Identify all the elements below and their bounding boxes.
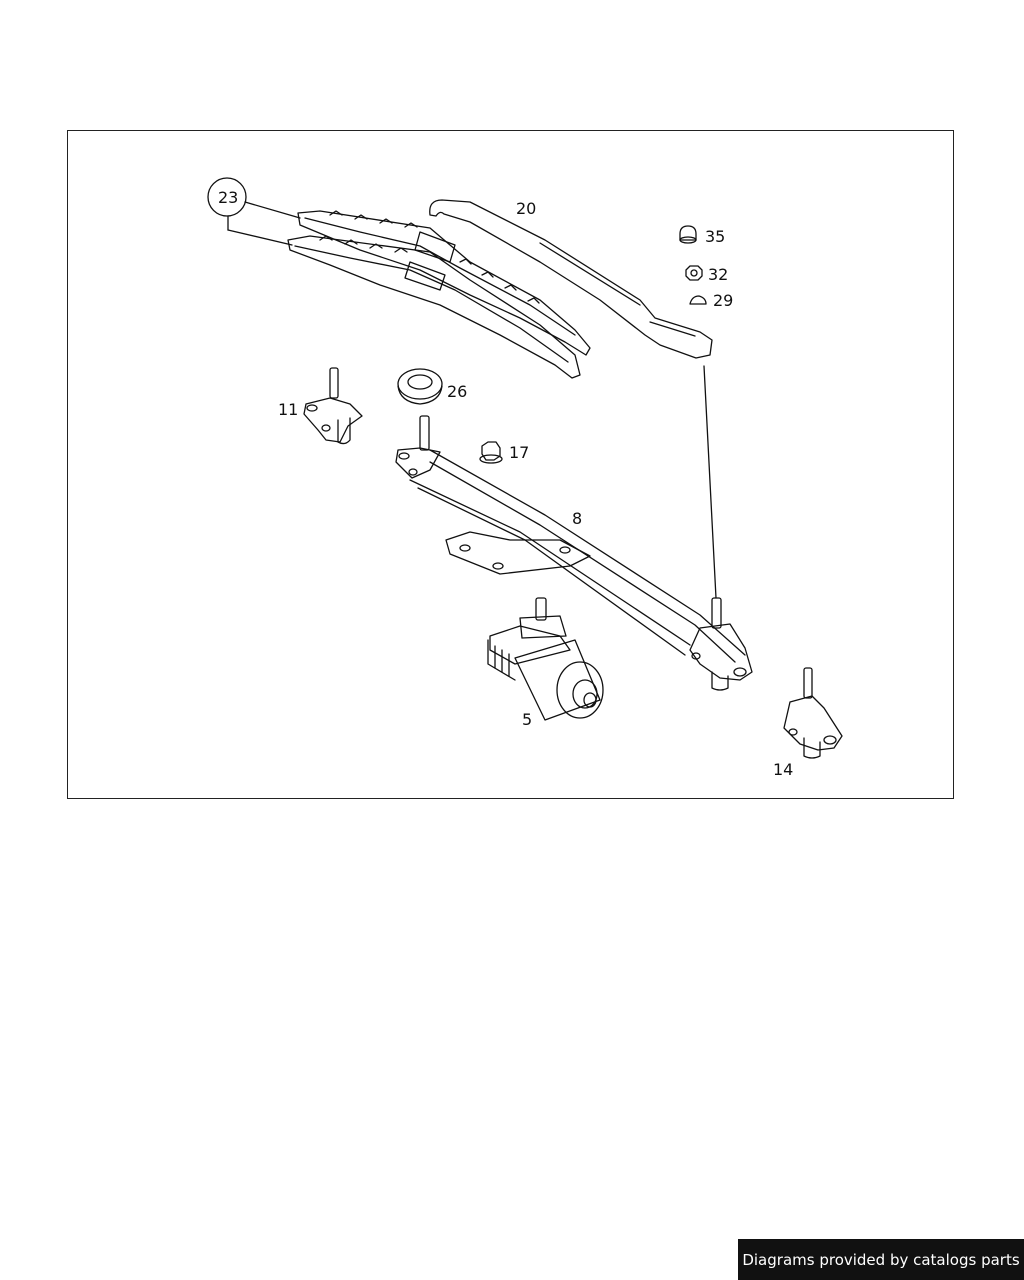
label-23: 23 — [218, 188, 238, 207]
wiper-motor-drawing — [487, 597, 604, 721]
wiper-linkage-diagram: 23 20 35 32 29 26 11 17 8 5 14 — [207, 177, 843, 779]
label-29: 29 — [713, 291, 733, 310]
wiper-blade-drawing — [207, 177, 591, 379]
cap-nut-washer-drawing — [679, 225, 707, 305]
label-32: 32 — [708, 265, 728, 284]
left-pivot-bearing-drawing — [303, 367, 363, 445]
right-pivot-bearing-drawing — [783, 667, 843, 759]
diagram-frame — [67, 130, 954, 799]
footer-banner: Diagrams provided by catalogs parts — [738, 1239, 1024, 1280]
label-17: 17 — [509, 443, 529, 462]
wiper-arm-drawing — [429, 199, 717, 599]
label-5: 5 — [522, 710, 532, 729]
label-14: 14 — [773, 760, 793, 779]
linkage-frame-drawing — [395, 415, 753, 691]
footer-text: Diagrams provided by catalogs parts — [742, 1250, 1020, 1269]
label-8: 8 — [572, 509, 582, 528]
label-26: 26 — [447, 382, 467, 401]
flange-nut-drawing — [479, 441, 503, 464]
grommet-drawing — [397, 368, 443, 405]
callout-circle — [207, 177, 247, 217]
label-35: 35 — [705, 227, 725, 246]
label-11: 11 — [278, 400, 298, 419]
label-20: 20 — [516, 199, 536, 218]
